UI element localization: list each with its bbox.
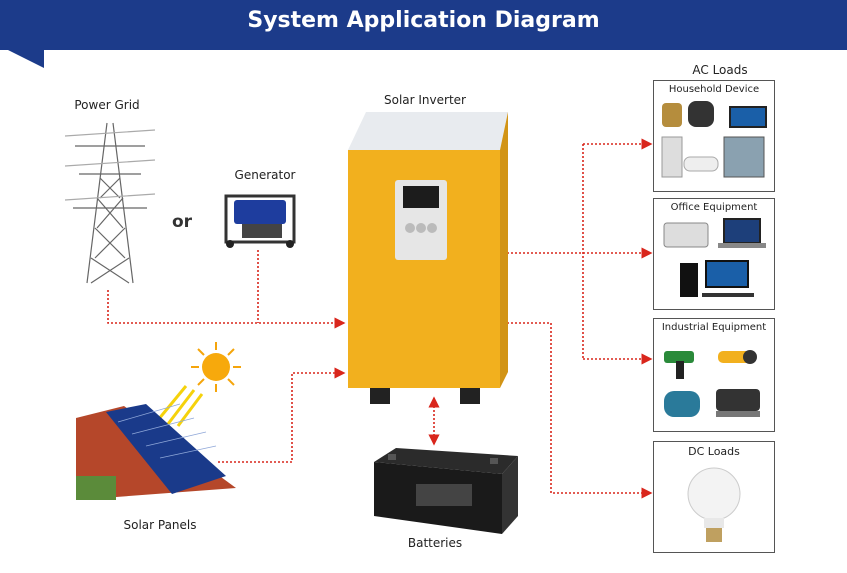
office-equipment-title: Office Equipment bbox=[670, 202, 758, 213]
batteries-label: Batteries bbox=[407, 536, 463, 550]
household-appliances-icon bbox=[661, 101, 767, 178]
inverter-to-dc-line bbox=[503, 322, 653, 499]
light-bulb-icon bbox=[687, 467, 741, 542]
banner-fold bbox=[8, 50, 44, 68]
household-device-box: Household Device bbox=[653, 80, 775, 192]
or-connector: or bbox=[172, 212, 193, 232]
household-device-title: Household Device bbox=[668, 84, 760, 95]
solar-panel-icon bbox=[76, 403, 236, 500]
solar-panels-label: Solar Panels bbox=[123, 518, 197, 532]
sun-icon bbox=[156, 342, 241, 427]
industrial-equipment-box: Industrial Equipment bbox=[653, 318, 775, 432]
industrial-equipment-title: Industrial Equipment bbox=[661, 322, 767, 333]
title-banner bbox=[0, 0, 847, 50]
grid-to-inverter-line bbox=[107, 290, 346, 329]
dc-loads-box: DC Loads bbox=[653, 441, 775, 553]
battery-icon bbox=[374, 448, 518, 534]
ac-loads-heading: AC Loads bbox=[692, 63, 748, 77]
office-equipment-box: Office Equipment bbox=[653, 198, 775, 310]
generator-icon bbox=[224, 194, 296, 248]
inverter-label: Solar Inverter bbox=[384, 93, 466, 107]
power-grid-label: Power Grid bbox=[74, 98, 140, 112]
page-title: System Application Diagram bbox=[247, 8, 600, 33]
power-tower-icon bbox=[65, 122, 155, 284]
office-equipment-icon bbox=[663, 218, 766, 297]
dc-loads-heading: DC Loads bbox=[688, 445, 740, 458]
generator-label: Generator bbox=[234, 168, 296, 182]
industrial-tools-icon bbox=[664, 350, 760, 417]
solar-to-inverter-line bbox=[218, 367, 346, 463]
solar-inverter-unit bbox=[348, 112, 508, 404]
